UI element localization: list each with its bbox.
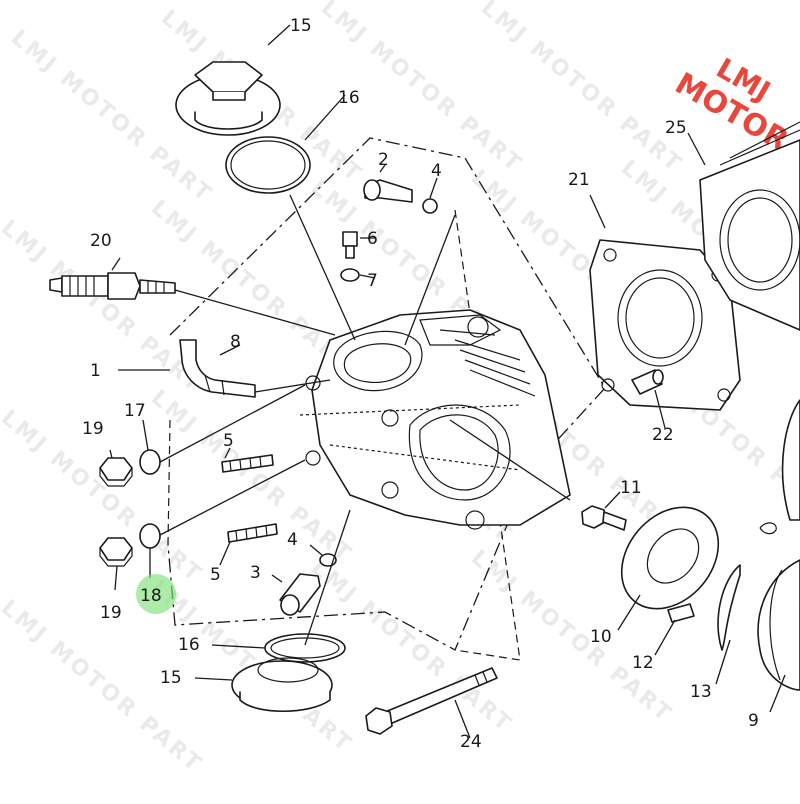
callout-24: 24 xyxy=(460,732,482,752)
part-4-top-washer xyxy=(422,198,438,214)
part-8-pipe xyxy=(179,339,256,398)
part-15-top-cap xyxy=(175,61,281,136)
callout-15-bottom: 15 xyxy=(160,668,182,688)
clip-part xyxy=(759,522,777,535)
right-edge-part xyxy=(781,399,800,521)
callout-4-bottom: 4 xyxy=(287,530,298,550)
callout-labels: 15 16 2 4 6 7 20 1 8 17 19 5 18 19 4 5 3… xyxy=(82,16,759,752)
callout-19-top: 19 xyxy=(82,419,104,439)
part-17-washer xyxy=(139,449,161,475)
callout-19-bottom: 19 xyxy=(100,603,122,623)
callout-5-bottom: 5 xyxy=(210,565,221,585)
part-10-disc xyxy=(620,506,720,610)
callout-4-top: 4 xyxy=(431,161,442,181)
part-6-bolt xyxy=(342,231,358,259)
brand-logo: LMJ MOTOR xyxy=(669,51,794,158)
callout-18: 18 xyxy=(140,586,162,606)
part-5-stud-bottom xyxy=(227,523,278,543)
part-20-spark-plug xyxy=(49,272,176,300)
callout-8: 8 xyxy=(230,332,241,352)
part-9-cover xyxy=(757,559,800,691)
callout-10: 10 xyxy=(590,627,612,647)
cylinder-head xyxy=(299,309,571,530)
callout-1: 1 xyxy=(90,361,101,381)
part-16-bottom-oring xyxy=(264,633,346,663)
callout-11: 11 xyxy=(620,478,642,498)
part-24-long-bolt xyxy=(365,667,498,735)
part-13-ring xyxy=(717,564,741,651)
callout-17: 17 xyxy=(124,401,146,421)
callout-16-bottom: 16 xyxy=(178,635,200,655)
callout-3: 3 xyxy=(250,563,261,583)
callout-20: 20 xyxy=(90,231,112,251)
part-16-top-oring xyxy=(225,136,311,194)
part-19-nut-bottom xyxy=(99,537,133,567)
callout-15-top: 15 xyxy=(290,16,312,36)
part-22-dowel xyxy=(631,369,664,395)
part-5-stud-top xyxy=(221,454,274,473)
part-15-bottom-cap xyxy=(231,657,333,712)
highlight-marker xyxy=(136,574,176,614)
part-19-nut-top xyxy=(99,457,133,487)
part-25-cylinder xyxy=(699,121,800,331)
callout-22: 22 xyxy=(652,425,674,445)
callout-13: 13 xyxy=(690,682,712,702)
callout-12: 12 xyxy=(632,653,654,673)
leader-lines xyxy=(109,24,786,739)
part-2-bolt xyxy=(363,179,413,203)
part-12-key xyxy=(667,603,695,623)
callout-21: 21 xyxy=(568,170,590,190)
callout-7: 7 xyxy=(367,271,378,291)
callout-6: 6 xyxy=(367,229,378,249)
part-18-washer xyxy=(139,523,161,549)
part-7-washer xyxy=(340,268,360,282)
callout-2: 2 xyxy=(378,150,389,170)
callout-25: 25 xyxy=(665,118,687,138)
callout-5-top: 5 xyxy=(223,431,234,451)
callout-16-top: 16 xyxy=(338,88,360,108)
callout-9: 9 xyxy=(748,711,759,731)
part-3-bolt xyxy=(279,573,321,616)
part-11-bolt xyxy=(581,505,627,531)
